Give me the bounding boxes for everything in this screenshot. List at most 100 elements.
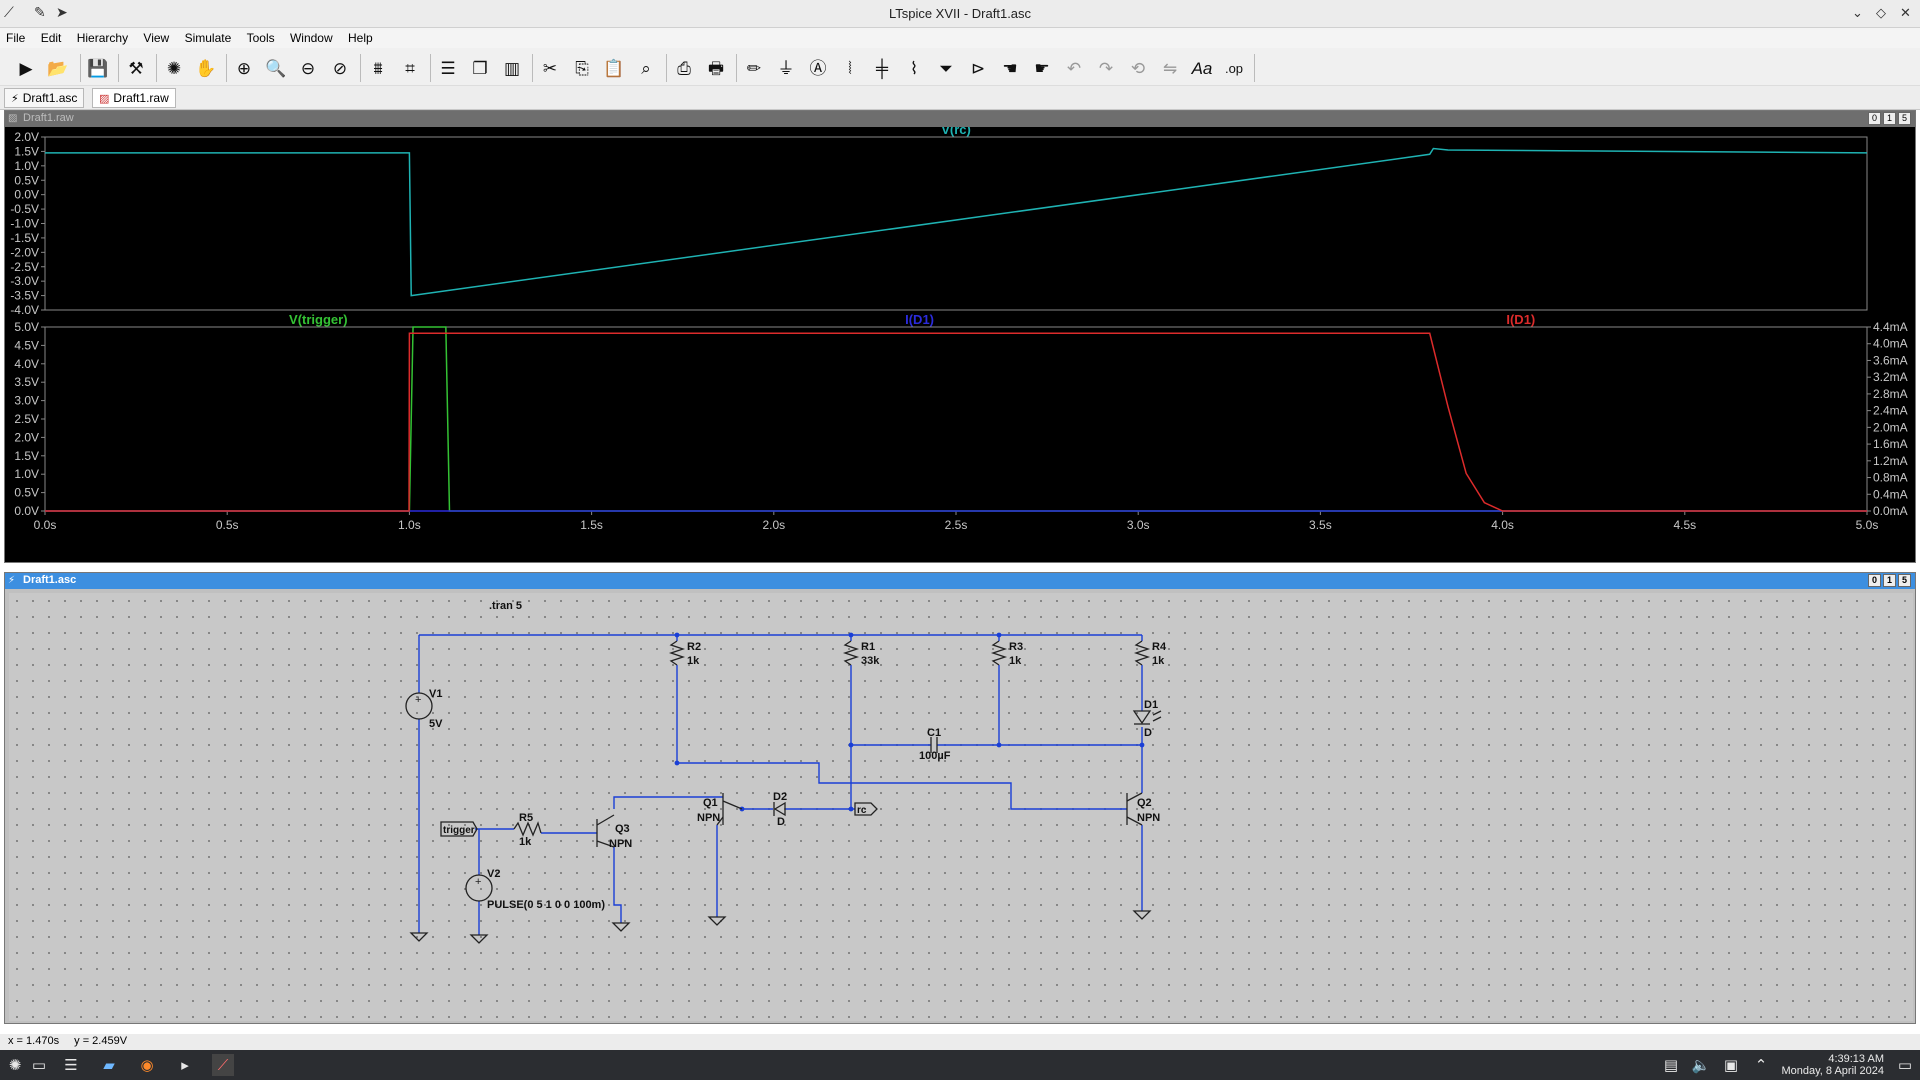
tile-horizontal-icon[interactable]: ☰ [440, 58, 456, 78]
label-icon[interactable]: Ⓐ [809, 58, 827, 78]
voltage-source-v1[interactable] [405, 692, 433, 720]
capacitor-icon[interactable]: ╪ [875, 58, 889, 78]
start-menu-icon[interactable]: ✺ [8, 1057, 22, 1074]
window-maximize-button[interactable]: 5 [1898, 112, 1911, 125]
mirror-icon[interactable]: ⇋ [1162, 58, 1178, 78]
ltspice-taskbar-icon[interactable]: ⟋ [212, 1054, 234, 1076]
zoom-cancel-icon[interactable]: ⊘ [332, 58, 348, 78]
tile-vertical-icon[interactable]: ▥ [503, 58, 521, 78]
tab-waveform[interactable]: ▨Draft1.raw [92, 88, 176, 108]
window-maximize-button[interactable]: 5 [1898, 574, 1911, 587]
diode-icon[interactable]: ⏷ [939, 58, 953, 78]
series-legend-label[interactable]: I(D1) [1506, 312, 1535, 327]
mark-icon[interactable]: ⌗ [405, 58, 415, 78]
menu-tools[interactable]: Tools [246, 31, 275, 45]
terminal-icon[interactable]: ▸ [181, 1057, 189, 1074]
window-restore-button[interactable]: 1 [1883, 112, 1896, 125]
series-legend-label[interactable]: I(D1) [905, 312, 934, 327]
clock[interactable]: 4:39:13 AM Monday, 8 April 2024 [1781, 1053, 1884, 1077]
series-legend-label[interactable]: V(rc) [941, 127, 971, 137]
file-manager-icon[interactable]: ▰ [103, 1057, 115, 1074]
resistor-r4[interactable] [1133, 640, 1151, 666]
clipboard-icon[interactable]: ▤ [1663, 1057, 1679, 1074]
resistor-r1[interactable] [842, 640, 860, 666]
tab-schematic[interactable]: ⚡Draft1.asc [4, 88, 85, 108]
control-panel-icon[interactable]: ⚒ [128, 58, 144, 78]
volume-icon[interactable]: 🔈 [1691, 1057, 1711, 1074]
series-line [45, 332, 1867, 512]
menu-help[interactable]: Help [347, 31, 373, 45]
resistor-r2[interactable] [668, 640, 686, 666]
ground-icon[interactable]: ⏚ [777, 58, 795, 78]
run-icon[interactable]: ▶ [19, 58, 33, 78]
rotate-icon[interactable]: ⟲ [1130, 58, 1146, 78]
inductor-icon[interactable]: ⌇ [909, 58, 919, 78]
find-icon[interactable]: ⌕ [641, 58, 651, 78]
spice-directive[interactable]: .tran 5 [489, 600, 522, 612]
minimize-icon[interactable]: ⌄ [1852, 5, 1863, 20]
close-icon[interactable]: ✕ [1900, 5, 1911, 20]
open-icon[interactable]: 📂 [47, 58, 69, 78]
cascade-icon[interactable]: ❐ [472, 58, 488, 78]
upper-pane[interactable]: 2.0V1.5V1.0V0.5V0.0V-0.5V-1.0V-1.5V-2.0V… [10, 127, 1868, 317]
resistor-icon[interactable]: ⦚ [848, 58, 852, 78]
move-icon[interactable]: ☚ [1002, 58, 1018, 78]
zoom-out-icon[interactable]: ⊖ [300, 58, 316, 78]
network-icon[interactable]: ▣ [1723, 1057, 1739, 1074]
voltage-source-v2[interactable] [465, 874, 493, 902]
lower-pane[interactable]: 5.0V4.5V4.0V3.5V3.0V2.5V2.0V1.5V1.0V0.5V… [14, 312, 1907, 532]
taskview-icon[interactable]: ☰ [64, 1057, 78, 1074]
menu-hierarchy[interactable]: Hierarchy [76, 31, 129, 45]
menu-file[interactable]: File [6, 31, 26, 45]
diode-d2[interactable] [773, 801, 786, 817]
zoom-in-icon[interactable]: ⊕ [236, 58, 252, 78]
window-restore-button[interactable]: 1 [1883, 574, 1896, 587]
svg-text:+: + [475, 876, 481, 888]
d1-ref: D1 [1144, 699, 1158, 711]
maximize-icon[interactable]: ◇ [1876, 5, 1886, 20]
schematic-drawing[interactable]: + + [9, 593, 1913, 1021]
led-d1[interactable] [1132, 710, 1152, 725]
resistor-r5[interactable] [513, 821, 542, 837]
menu-view[interactable]: View [143, 31, 170, 45]
redo-icon[interactable]: ↷ [1098, 58, 1114, 78]
print-setup-icon[interactable]: ⎙ [677, 58, 691, 78]
menu-edit[interactable]: Edit [40, 31, 62, 45]
text-icon[interactable]: Aa [1191, 58, 1213, 78]
menu-window[interactable]: Window [289, 31, 333, 45]
print-icon[interactable]: 🖶 [707, 58, 725, 78]
series-legend-label[interactable]: V(trigger) [289, 312, 348, 327]
schematic-canvas[interactable]: + + [9, 593, 1913, 1021]
waveform-plot-area[interactable]: 2.0V1.5V1.0V0.5V0.0V-0.5V-1.0V-1.5V-2.0V… [5, 127, 1915, 562]
window-minimize-button[interactable]: 0 [1868, 574, 1881, 587]
tray-expand-icon[interactable]: ⌃ [1754, 1057, 1768, 1074]
save-icon[interactable]: 💾 [87, 58, 109, 78]
firefox-icon[interactable]: ◉ [140, 1057, 154, 1074]
pan-icon[interactable]: ✋ [195, 58, 217, 78]
menu-simulate[interactable]: Simulate [184, 31, 232, 45]
net-label-rc[interactable] [854, 802, 878, 816]
component-symbols[interactable]: + + [405, 640, 1162, 944]
y2-tick-label: 1.2mA [1873, 454, 1908, 468]
paste-icon[interactable]: 📋 [603, 58, 625, 78]
spice-directive-icon[interactable]: .op [1224, 60, 1244, 76]
notifications-icon[interactable]: ▭ [1897, 1057, 1913, 1074]
drag-icon[interactable]: ☛ [1034, 58, 1050, 78]
undo-icon[interactable]: ↶ [1066, 58, 1082, 78]
component-icon[interactable]: ⊳ [970, 58, 986, 78]
copy-icon[interactable]: ⎘ [575, 58, 589, 78]
net-label-trigger[interactable] [440, 821, 478, 837]
autorange-icon[interactable]: ⩩ [373, 58, 383, 78]
zoom-area-icon[interactable]: 🔍 [265, 58, 287, 78]
halt-icon[interactable]: ✺ [166, 58, 182, 78]
resistor-r3[interactable] [990, 640, 1008, 666]
cut-icon[interactable]: ✂ [542, 58, 558, 78]
desktop-icon[interactable]: ▭ [31, 1057, 47, 1074]
window-minimize-button[interactable]: 0 [1868, 112, 1881, 125]
pencil-icon[interactable]: ✏ [746, 58, 762, 78]
pin-icon[interactable]: ✎ [34, 4, 46, 20]
